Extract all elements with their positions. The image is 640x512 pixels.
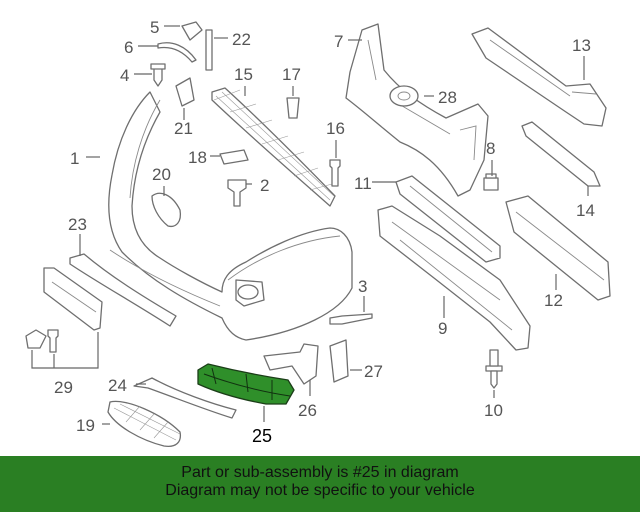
part-23-lower-strip[interactable] xyxy=(69,253,177,327)
part-7-side-bracket[interactable] xyxy=(345,23,489,197)
callout-10: 10 xyxy=(484,401,503,420)
callout-21: 21 xyxy=(174,119,193,138)
callout-28: 28 xyxy=(438,88,457,107)
callout-19: 19 xyxy=(76,416,95,435)
banner-line-2: Diagram may not be specific to your vehi… xyxy=(165,482,475,499)
callout-22: 22 xyxy=(232,30,251,49)
callout-29: 29 xyxy=(54,378,73,397)
callout-27: 27 xyxy=(364,362,383,381)
part-22-rod[interactable] xyxy=(205,29,213,71)
callout-18: 18 xyxy=(188,148,207,167)
part-bumper-cover[interactable] xyxy=(108,91,353,341)
callout-labels: 1 2 3 4 5 6 7 8 9 10 11 12 13 14 15 16 1… xyxy=(54,18,595,446)
part-8-fastener[interactable] xyxy=(483,173,499,191)
callout-17: 17 xyxy=(282,65,301,84)
part-4-screw[interactable] xyxy=(150,63,166,87)
callout-7: 7 xyxy=(334,32,343,51)
callout-4: 4 xyxy=(120,66,129,85)
part-6-trim-strip[interactable] xyxy=(157,42,197,63)
callout-16: 16 xyxy=(326,119,345,138)
part-29-mounting-plate[interactable] xyxy=(43,267,103,331)
callout-12: 12 xyxy=(544,291,563,310)
callout-23: 23 xyxy=(68,215,87,234)
callout-2: 2 xyxy=(260,176,269,195)
part-18-insert[interactable] xyxy=(219,149,249,165)
part-14-bracket[interactable] xyxy=(521,121,601,187)
part-27-bracket[interactable] xyxy=(329,339,349,383)
part-26-bracket[interactable] xyxy=(263,343,319,385)
part-29-clip[interactable] xyxy=(25,329,47,349)
part-9-reinforcement[interactable] xyxy=(377,205,531,351)
part-11-crossmember[interactable] xyxy=(395,175,501,263)
callout-6: 6 xyxy=(124,38,133,57)
callout-1: 1 xyxy=(70,149,79,168)
callout-25: 25 xyxy=(252,426,272,446)
part-16-fastener[interactable] xyxy=(329,159,341,187)
part-21-cap[interactable] xyxy=(175,77,195,107)
callout-26: 26 xyxy=(298,401,317,420)
callout-24: 24 xyxy=(108,376,127,395)
part-20-cover[interactable] xyxy=(151,192,182,228)
part-13-impact-bar[interactable] xyxy=(471,27,607,127)
exploded-parts-diagram: 1 2 3 4 5 6 7 8 9 10 11 12 13 14 15 16 1… xyxy=(25,18,611,448)
part-upper-grille[interactable] xyxy=(211,87,336,207)
part-17-bracket[interactable] xyxy=(286,97,300,119)
callout-15: 15 xyxy=(234,65,253,84)
callout-11: 11 xyxy=(354,174,372,193)
part-3-screw[interactable] xyxy=(329,313,373,325)
leader-lines xyxy=(31,25,589,425)
callout-8: 8 xyxy=(486,139,495,158)
callout-14: 14 xyxy=(576,201,595,220)
part-25-highlighted[interactable] xyxy=(197,363,295,405)
part-10-bolt[interactable] xyxy=(485,349,503,389)
callout-13: 13 xyxy=(572,36,591,55)
callout-9: 9 xyxy=(438,319,447,338)
banner-line-1: Part or sub-assembly is #25 in diagram xyxy=(181,464,459,481)
callout-3: 3 xyxy=(358,277,367,296)
part-12-absorber[interactable] xyxy=(505,195,611,301)
part-24-trim-strip[interactable] xyxy=(133,377,237,419)
part-19-fog-grille[interactable] xyxy=(107,400,182,448)
part-28-sensor[interactable] xyxy=(389,85,419,107)
callout-20: 20 xyxy=(152,165,171,184)
info-banner: Part or sub-assembly is #25 in diagram D… xyxy=(0,456,640,512)
callout-5: 5 xyxy=(150,18,159,37)
part-5-clip[interactable] xyxy=(181,21,203,41)
part-29-screw[interactable] xyxy=(47,329,59,353)
part-2-clip[interactable] xyxy=(227,179,247,207)
